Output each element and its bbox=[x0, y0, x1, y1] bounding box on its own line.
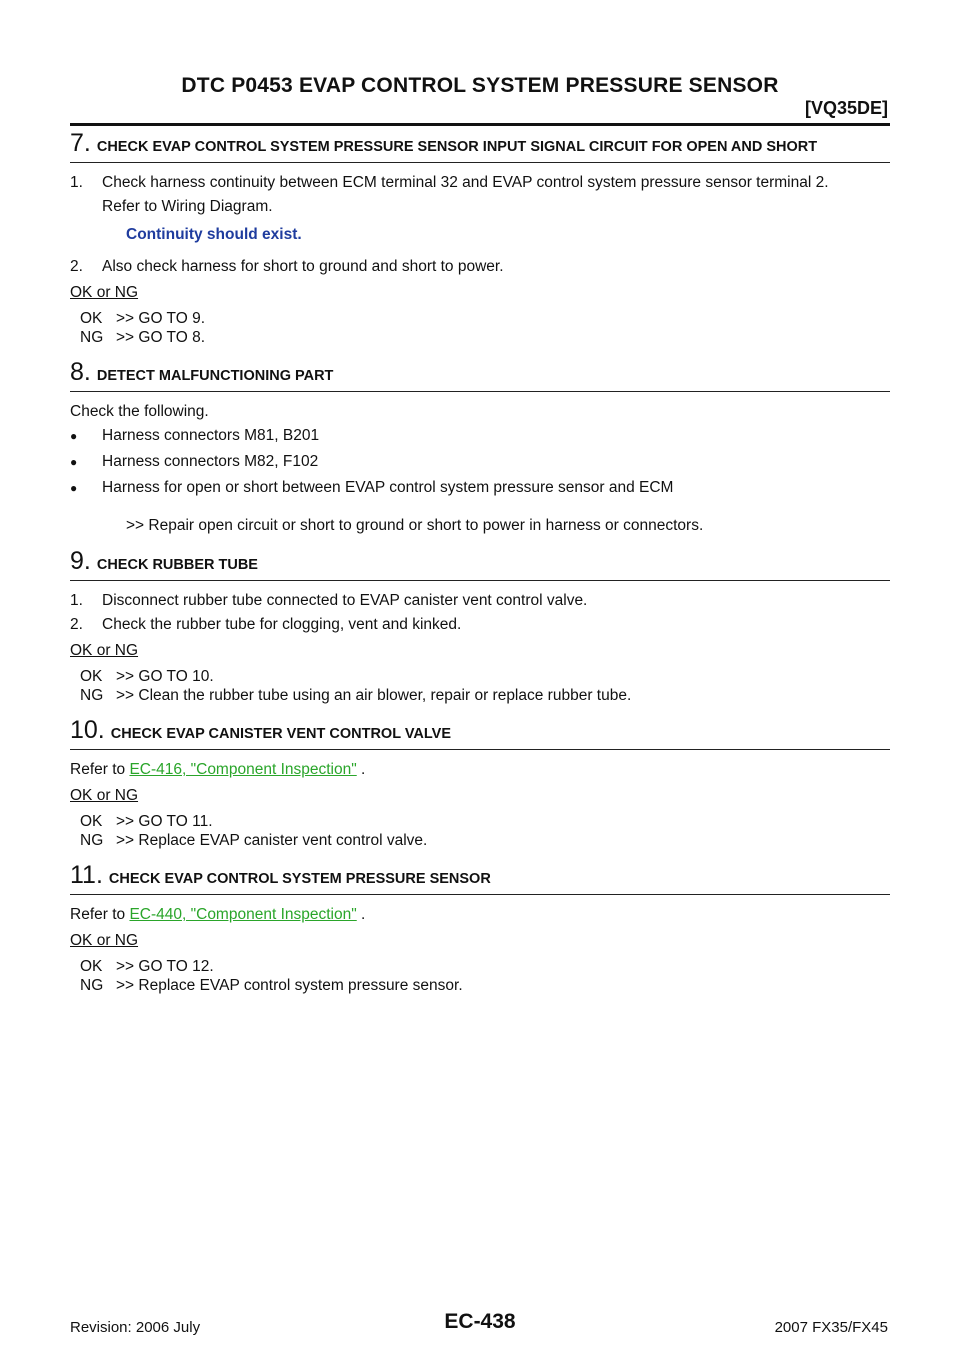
result-text: >> GO TO 11. bbox=[116, 813, 213, 830]
ok-or-ng-label: OK or NG bbox=[70, 932, 139, 949]
item-number: 1. bbox=[70, 174, 83, 191]
instruction-item: 2. Also check harness for short to groun… bbox=[70, 257, 890, 277]
result-ok: OK >> GO TO 11. bbox=[80, 812, 890, 831]
step-number: 9. bbox=[70, 547, 91, 575]
reference-line: Refer to EC-416, "Component Inspection" … bbox=[70, 760, 890, 780]
item-note: Refer to Wiring Diagram. bbox=[102, 198, 273, 215]
item-text: Check harness continuity between ECM ter… bbox=[102, 174, 829, 191]
refer-prefix: Refer to bbox=[70, 906, 126, 923]
result-text: >> GO TO 8. bbox=[116, 329, 206, 346]
result-text: >> GO TO 12. bbox=[116, 958, 214, 975]
item-number: 2. bbox=[70, 616, 83, 633]
bullet-icon: ● bbox=[70, 481, 78, 495]
instruction-item: 1. Disconnect rubber tube connected to E… bbox=[70, 591, 890, 611]
revision-date: Revision: 2006 July bbox=[70, 1319, 201, 1336]
result-ng: NG >> GO TO 8. bbox=[80, 328, 890, 347]
result-code: OK bbox=[80, 813, 103, 830]
result-code: OK bbox=[80, 668, 103, 685]
step-8: 8. DETECT MALFUNCTIONING PART Check the f… bbox=[70, 358, 890, 536]
specification-text: Continuity should exist. bbox=[126, 226, 302, 243]
reference-line: Refer to EC-440, "Component Inspection" … bbox=[70, 905, 890, 925]
check-list: ● Harness connectors M81, B201 ● Harness c… bbox=[70, 426, 890, 498]
procedure-content: 7. CHECK EVAP CONTROL SYSTEM PRESSURE SEN… bbox=[70, 129, 890, 1009]
result-ok: OK >> GO TO 10. bbox=[80, 667, 890, 686]
list-item-text: Harness connectors M81, B201 bbox=[102, 427, 320, 444]
result-text: >> Clean the rubber tube using an air bl… bbox=[116, 687, 632, 704]
list-item-text: Harness for open or short between EVAP c… bbox=[102, 479, 674, 496]
instruction-item: 2. Check the rubber tube for clogging, v… bbox=[70, 615, 890, 635]
component-inspection-link[interactable]: EC-440, "Component Inspection" bbox=[129, 906, 357, 923]
result-code: OK bbox=[80, 958, 103, 975]
result-text: >> Replace EVAP control system pressure … bbox=[116, 977, 463, 994]
page-number: EC-438 bbox=[444, 1310, 516, 1333]
bullet-icon: ● bbox=[70, 429, 78, 443]
result-text: >> GO TO 10. bbox=[116, 668, 214, 685]
step-11: 11. CHECK EVAP CONTROL SYSTEM PRESSURE SE… bbox=[70, 861, 890, 995]
step-number: 7. bbox=[70, 129, 91, 157]
step-8-heading: 8. DETECT MALFUNCTIONING PART bbox=[70, 358, 890, 392]
result-text: >> GO TO 9. bbox=[116, 310, 206, 327]
step-title: CHECK EVAP CONTROL SYSTEM PRESSURE SENSO… bbox=[108, 871, 491, 887]
refer-suffix: . bbox=[361, 906, 366, 923]
item-text: Disconnect rubber tube connected to EVAP… bbox=[102, 592, 588, 609]
result-code: NG bbox=[80, 977, 104, 994]
list-item: ● Harness connectors M81, B201 bbox=[70, 426, 890, 446]
item-text: Also check harness for short to ground a… bbox=[102, 258, 504, 275]
result-ok: OK >> GO TO 12. bbox=[80, 957, 890, 976]
engine-tag: [VQ35DE] bbox=[804, 98, 888, 118]
result-ok: OK >> GO TO 9. bbox=[80, 309, 890, 328]
step-7: 7. CHECK EVAP CONTROL SYSTEM PRESSURE SEN… bbox=[70, 129, 890, 347]
result-code: NG bbox=[80, 832, 104, 849]
bullet-icon: ● bbox=[70, 455, 78, 469]
list-item-text: Harness connectors M82, F102 bbox=[102, 453, 319, 470]
step-number: 11. bbox=[70, 861, 103, 889]
ok-or-ng-label: OK or NG bbox=[70, 284, 139, 301]
step-title: CHECK EVAP CANISTER VENT CONTROL VALVE bbox=[110, 726, 452, 742]
step-title: DETECT MALFUNCTIONING PART bbox=[96, 368, 334, 384]
step-9-heading: 9. CHECK RUBBER TUBE bbox=[70, 547, 890, 581]
refer-suffix: . bbox=[361, 761, 366, 778]
item-number: 2. bbox=[70, 258, 83, 275]
result-code: NG bbox=[80, 329, 104, 346]
header-divider bbox=[70, 123, 890, 126]
result-text: >> Replace EVAP canister vent control va… bbox=[116, 832, 428, 849]
result-ng: NG >> Replace EVAP control system pressu… bbox=[80, 976, 890, 995]
step-9: 9. CHECK RUBBER TUBE 1. Disconnect rubber… bbox=[70, 547, 890, 705]
result-code: OK bbox=[80, 310, 103, 327]
step-10: 10. CHECK EVAP CANISTER VENT CONTROL VALV… bbox=[70, 716, 890, 850]
step-number: 8. bbox=[70, 358, 91, 386]
result-code: NG bbox=[80, 687, 104, 704]
step-title: CHECK RUBBER TUBE bbox=[96, 557, 258, 573]
step-7-heading: 7. CHECK EVAP CONTROL SYSTEM PRESSURE SEN… bbox=[70, 129, 890, 163]
component-inspection-link[interactable]: EC-416, "Component Inspection" bbox=[129, 761, 357, 778]
step-number: 10. bbox=[70, 716, 105, 744]
refer-prefix: Refer to bbox=[70, 761, 126, 778]
page-title: DTC P0453 EVAP CONTROL SYSTEM PRESSURE S… bbox=[181, 74, 779, 97]
list-item: ● Harness for open or short between EVAP … bbox=[70, 478, 890, 498]
list-item: ● Harness connectors M82, F102 bbox=[70, 452, 890, 472]
step-title: CHECK EVAP CONTROL SYSTEM PRESSURE SENSO… bbox=[96, 139, 818, 155]
ok-or-ng-label: OK or NG bbox=[70, 787, 139, 804]
ok-or-ng-label: OK or NG bbox=[70, 642, 139, 659]
step-10-heading: 10. CHECK EVAP CANISTER VENT CONTROL VALV… bbox=[70, 716, 890, 750]
item-text: Check the rubber tube for clogging, vent… bbox=[102, 616, 462, 633]
step-11-heading: 11. CHECK EVAP CONTROL SYSTEM PRESSURE SE… bbox=[70, 861, 890, 895]
step-intro: Check the following. bbox=[70, 403, 209, 420]
repair-action: >> Repair open circuit or short to groun… bbox=[126, 517, 704, 534]
vehicle-model: 2007 FX35/FX45 bbox=[774, 1319, 888, 1336]
result-ng: NG >> Replace EVAP canister vent control… bbox=[80, 831, 890, 850]
item-number: 1. bbox=[70, 592, 83, 609]
instruction-item: 1. Check harness continuity between ECM … bbox=[70, 173, 890, 193]
result-ng: NG >> Clean the rubber tube using an air… bbox=[80, 686, 890, 705]
